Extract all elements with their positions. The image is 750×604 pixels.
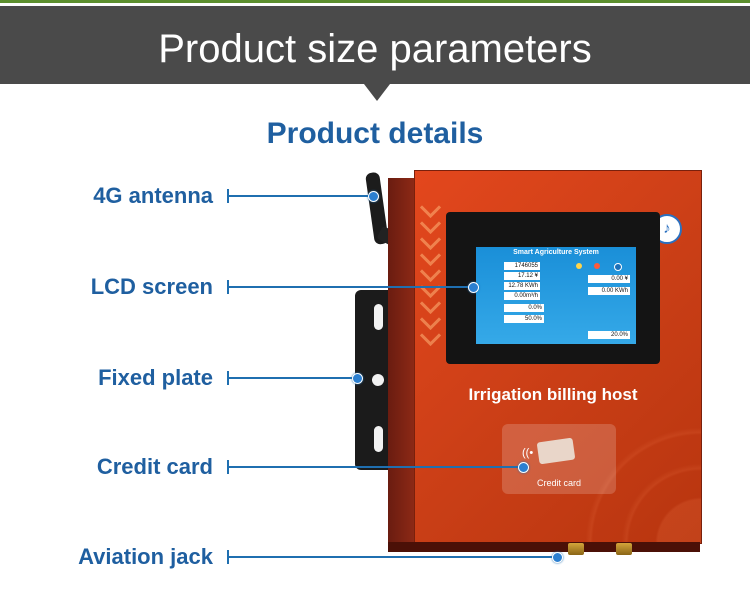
screen-pct1: 0.0% (504, 304, 544, 312)
callout-dot (368, 191, 379, 202)
screen-water: 0.00m³/h (504, 292, 540, 300)
banner-title: Product size parameters (158, 27, 592, 71)
label-4g-antenna: 4G antenna (93, 183, 213, 208)
screen-pct2: 50.0% (504, 315, 544, 323)
plate-slot (374, 304, 383, 330)
callout-dot (468, 282, 479, 293)
device-bottom (388, 542, 700, 552)
label-fixed-plate: Fixed plate (98, 365, 213, 390)
screen-price: 0.00 ¥ (588, 275, 630, 283)
callout-dot (552, 552, 563, 563)
card-reader-label: Credit card (536, 478, 581, 488)
device-side (388, 178, 416, 546)
screen-status-icon (576, 263, 582, 269)
page-title: Product details (266, 117, 484, 150)
screen-power: 0.00 KWh (588, 287, 630, 295)
callout-line-antenna (227, 195, 373, 197)
screen-info-icon (614, 263, 622, 271)
top-accent-line (0, 0, 750, 3)
aviation-jack (616, 543, 632, 555)
callout-dot (352, 373, 363, 384)
label-credit-card: Credit card (96, 454, 213, 479)
label-aviation-jack: Aviation jack (78, 544, 213, 569)
screen-caption (480, 264, 500, 272)
lcd-screen: Smart Agriculture System 1746055 17.12 ¥… (476, 247, 636, 344)
plate-hole (372, 374, 384, 386)
label-lcd-screen: LCD screen (90, 274, 213, 299)
screen-title: Smart Agriculture System (513, 249, 599, 256)
callout-line-card (227, 466, 523, 468)
screen-balance: 17.12 ¥ (504, 272, 540, 280)
banner-pointer (364, 84, 390, 101)
callout-line-jack (227, 556, 557, 558)
aviation-jack (568, 543, 584, 555)
screen-energy: 12.78 KWh (504, 282, 540, 290)
callout-line-plate (227, 377, 357, 379)
screen-pct3: 20.0% (588, 331, 630, 339)
device-title: Irrigation billing host (468, 385, 638, 404)
callout-line-lcd (227, 286, 473, 288)
plate-slot (374, 426, 383, 452)
callout-dot (518, 462, 529, 473)
chevron-decoration (419, 196, 442, 360)
contactless-icon: ((• (522, 447, 534, 459)
screen-card-number: 1746055 (504, 262, 540, 270)
screen-alert-icon (594, 263, 600, 269)
header-banner: Product size parameters (0, 6, 750, 84)
